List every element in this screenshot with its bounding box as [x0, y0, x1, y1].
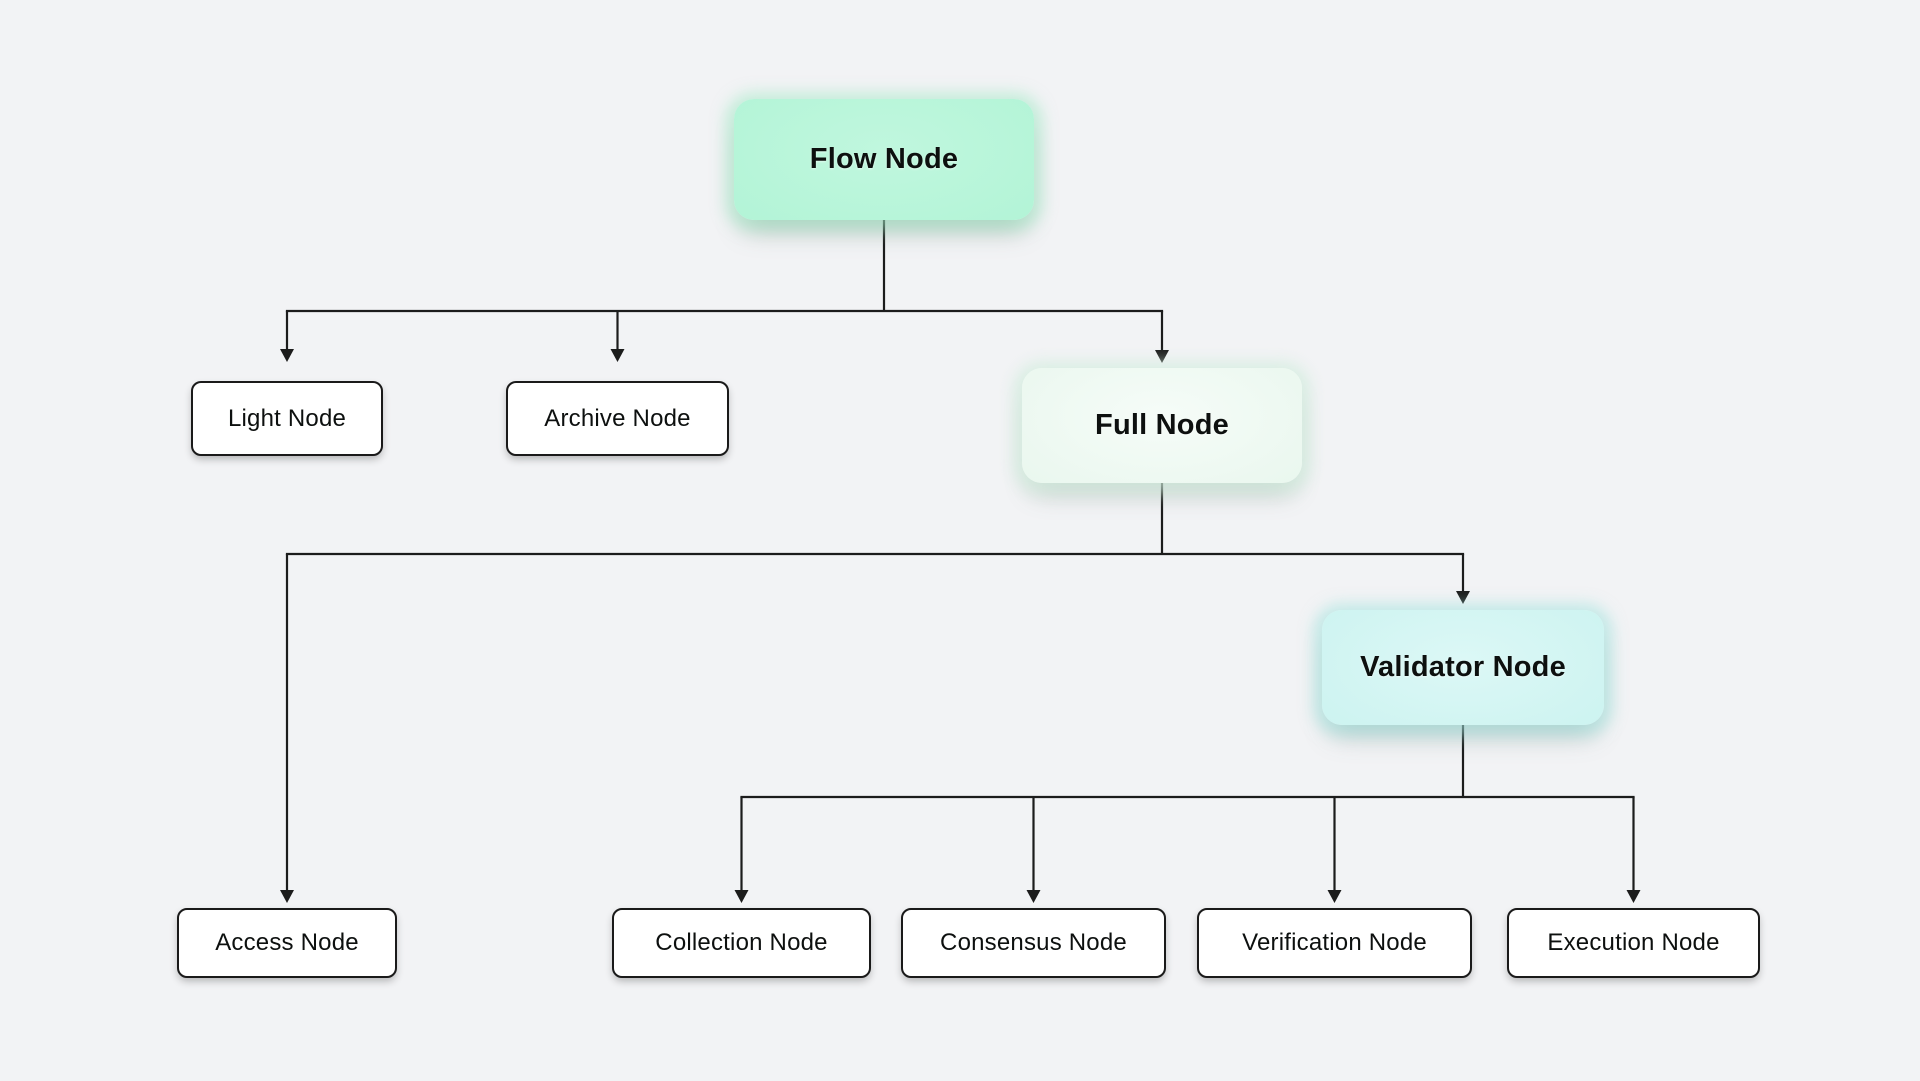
archive-node-label: Archive Node — [544, 404, 691, 432]
flow-node: Flow Node — [734, 99, 1034, 220]
light-node: Light Node — [191, 381, 383, 456]
full-node: Full Node — [1022, 368, 1302, 483]
verification-node-label: Verification Node — [1242, 929, 1427, 956]
access-node: Access Node — [177, 908, 397, 978]
validator-node-label: Validator Node — [1360, 651, 1566, 683]
consensus-node-label: Consensus Node — [940, 929, 1127, 956]
full-node-label: Full Node — [1095, 409, 1229, 441]
validator-node: Validator Node — [1322, 610, 1604, 725]
collection-node: Collection Node — [612, 908, 871, 978]
light-node-label: Light Node — [227, 404, 347, 432]
verification-node: Verification Node — [1197, 908, 1472, 978]
access-node-label: Access Node — [215, 929, 359, 956]
execution-node: Execution Node — [1507, 908, 1760, 978]
collection-node-label: Collection Node — [655, 929, 828, 956]
flow-node-label: Flow Node — [809, 143, 959, 175]
execution-node-label: Execution Node — [1547, 929, 1720, 956]
consensus-node: Consensus Node — [901, 908, 1166, 978]
archive-node: Archive Node — [506, 381, 729, 456]
